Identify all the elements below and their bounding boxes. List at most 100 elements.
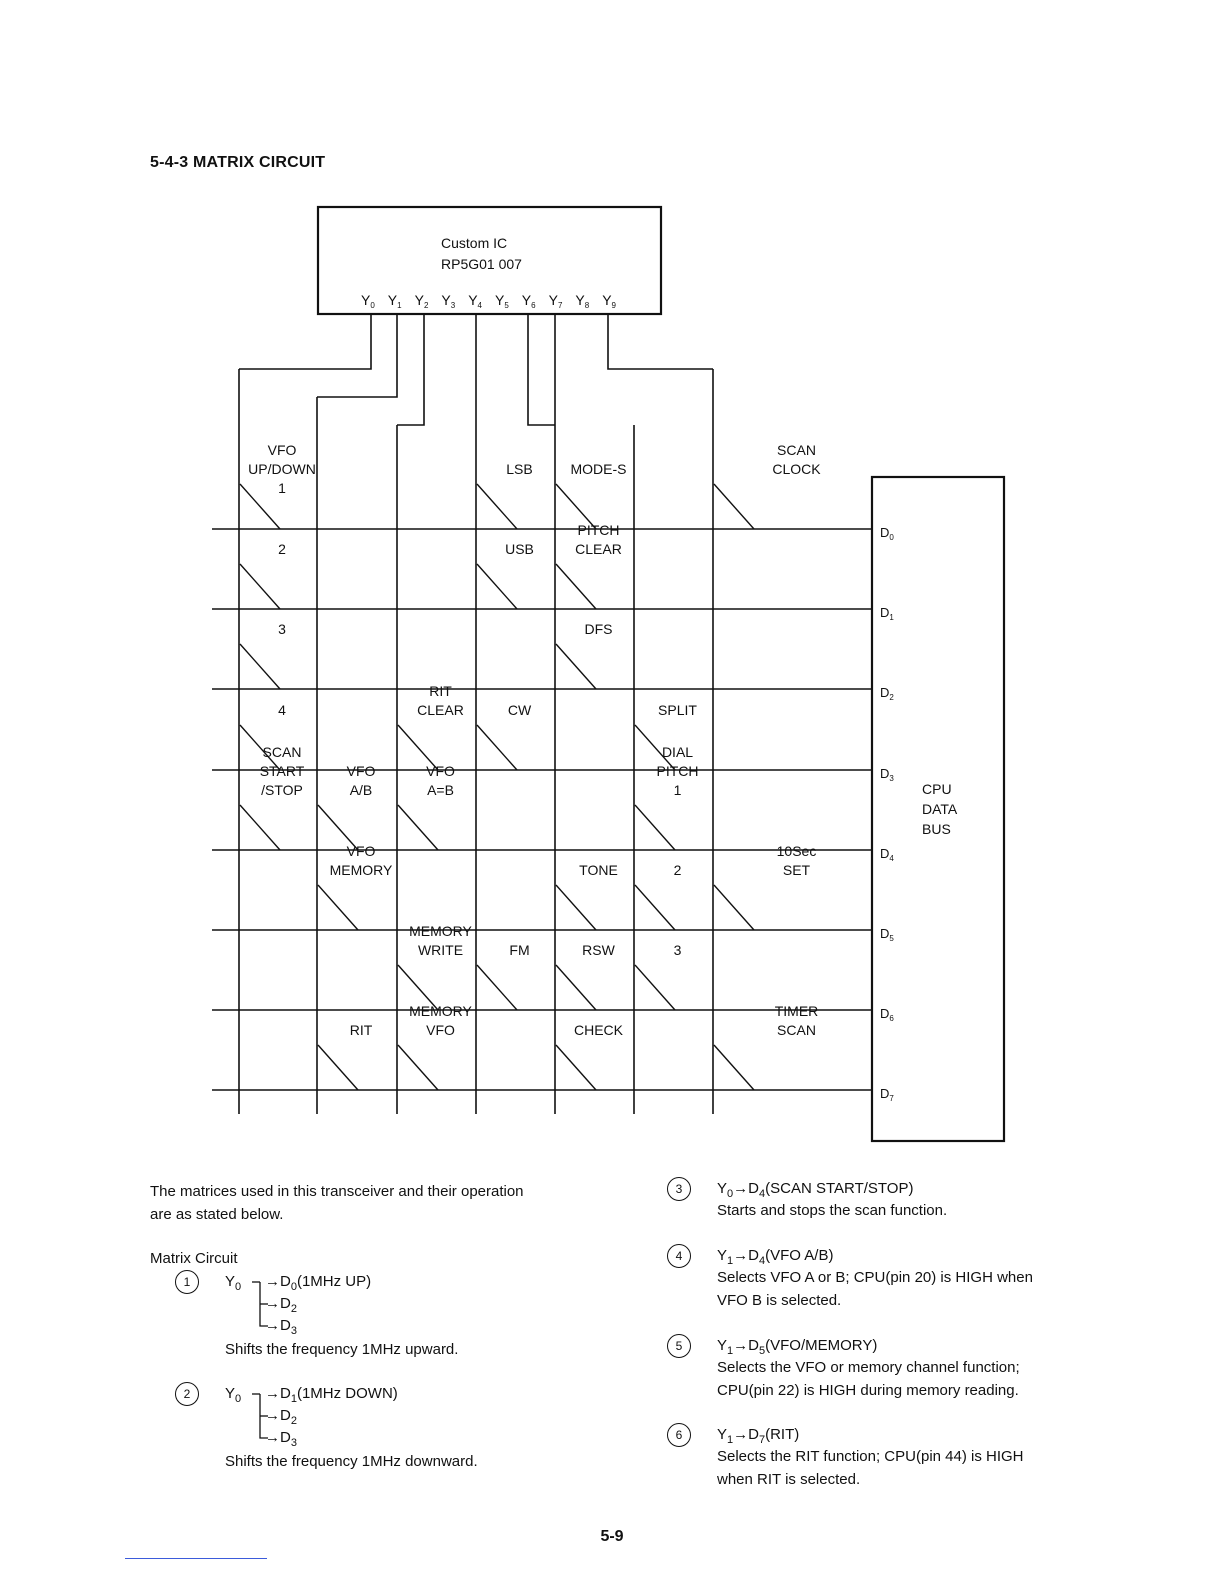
item-heading: Y1→D7(RIT) — [717, 1426, 800, 1446]
diode-switch-mark — [634, 884, 676, 931]
item-heading: Y1→D4(VFO A/B) — [717, 1247, 834, 1267]
pin-connection — [527, 314, 555, 426]
diode-switch-mark — [634, 804, 676, 851]
matrix-key-label: RIT — [429, 683, 452, 699]
item-description: CPU(pin 22) is HIGH during memory readin… — [717, 1382, 1019, 1399]
diode-switch-mark — [239, 804, 281, 851]
matrix-key-label: VFO — [268, 442, 297, 458]
diode-switch-mark — [397, 964, 439, 1011]
diode-switch-mark — [713, 1044, 755, 1091]
ic-part: RP5G01 007 — [441, 256, 522, 272]
diode-switch-mark — [555, 964, 597, 1011]
matrix-key-label: SCAN — [263, 744, 302, 760]
item-description: Selects the VFO or memory channel functi… — [717, 1359, 1020, 1376]
item-description: Shifts the frequency 1MHz upward. — [225, 1341, 459, 1358]
ic-name: Custom IC — [441, 235, 507, 251]
matrix-key-label: PITCH — [657, 763, 699, 779]
route-target: →D2 — [265, 1295, 297, 1315]
intro-text: The matrices used in this transceiver an… — [150, 1180, 524, 1226]
item-number: 4 — [667, 1244, 691, 1268]
matrix-key-label: WRITE — [418, 942, 463, 958]
diode-switch-mark — [239, 724, 281, 771]
matrix-key-label: PITCH — [578, 522, 620, 538]
matrix-key-label: 3 — [674, 942, 682, 958]
item-description: VFO B is selected. — [717, 1292, 842, 1309]
diode-switch-mark — [317, 1044, 359, 1091]
diode-switch-mark — [397, 1044, 439, 1091]
matrix-key-label: DFS — [585, 621, 613, 637]
diode-switch-mark — [634, 964, 676, 1011]
matrix-key-label: TIMER — [775, 1003, 819, 1019]
diode-switch-mark — [476, 563, 518, 610]
row-label: D4 — [880, 846, 894, 863]
diode-switch-mark — [397, 724, 439, 771]
diode-switch-mark — [555, 884, 597, 931]
matrix-key-label: 4 — [278, 702, 286, 718]
diode-switch-mark — [317, 804, 359, 851]
item-number: 1 — [175, 1270, 199, 1294]
matrix-key-label: MEMORY — [409, 923, 472, 939]
diode-switch-mark — [239, 483, 281, 530]
route-target: →D2 — [265, 1407, 297, 1427]
matrix-key-label: SCAN — [777, 442, 816, 458]
diode-switch-mark — [634, 724, 676, 771]
route-source: Y0 — [225, 1385, 242, 1405]
matrix-key-label: CLEAR — [575, 541, 622, 557]
matrix-key-label: 2 — [278, 541, 286, 557]
matrix-key-label: VFO — [347, 763, 376, 779]
pin-connection — [317, 314, 398, 398]
item-description: when RIT is selected. — [717, 1471, 861, 1488]
route-target: →D3 — [265, 1429, 297, 1449]
footer-rule — [125, 1558, 267, 1559]
row-label: D3 — [880, 766, 894, 783]
matrix-key-label: CW — [508, 702, 532, 718]
matrix-key-label: VFO — [426, 763, 455, 779]
matrix-circuit-label: Matrix Circuit — [150, 1250, 238, 1267]
cpu-bus-label: DATA — [922, 801, 958, 817]
intro-line: are as stated below. — [150, 1206, 284, 1223]
item-number: 3 — [667, 1177, 691, 1201]
matrix-key-label: CHECK — [574, 1022, 624, 1038]
item-number: 2 — [175, 1382, 199, 1406]
diode-switch-mark — [555, 643, 597, 690]
diode-switch-mark — [239, 563, 281, 610]
matrix-key-label: MEMORY — [409, 1003, 472, 1019]
diode-switch-mark — [713, 483, 755, 530]
ic-pin-label: Y9 — [602, 292, 616, 310]
diode-switch-mark — [476, 724, 518, 771]
matrix-key-label: 10Sec — [777, 843, 817, 859]
page-number: 5-9 — [600, 1528, 624, 1545]
diode-switch-mark — [555, 1044, 597, 1091]
item-description: Selects VFO A or B; CPU(pin 20) is HIGH … — [717, 1269, 1033, 1286]
ic-pin-label: Y3 — [441, 292, 455, 310]
matrix-key-label: SPLIT — [658, 702, 697, 718]
matrix-key-label: 1 — [674, 782, 682, 798]
item-heading: Y1→D5(VFO/MEMORY) — [717, 1337, 878, 1357]
matrix-key-label: VFO — [426, 1022, 455, 1038]
matrix-key-label: SET — [783, 862, 811, 878]
cpu-bus-label: BUS — [922, 821, 951, 837]
diode-switch-mark — [713, 884, 755, 931]
diode-switch-mark — [555, 483, 597, 530]
route-target: →D0(1MHz UP) — [265, 1273, 372, 1293]
item-number: 5 — [667, 1334, 691, 1358]
ic-pin-label: Y6 — [522, 292, 536, 310]
matrix-key-label: LSB — [506, 461, 532, 477]
matrix-key-label: /STOP — [261, 782, 303, 798]
diode-switch-mark — [239, 643, 281, 690]
matrix-key-label: VFO — [347, 843, 376, 859]
diode-switch-mark — [476, 483, 518, 530]
matrix-key-label: START — [260, 763, 305, 779]
item-description: Selects the RIT function; CPU(pin 44) is… — [717, 1448, 1024, 1465]
diode-switch-mark — [397, 804, 439, 851]
row-label: D7 — [880, 1086, 894, 1103]
matrix-key-label: 2 — [674, 862, 682, 878]
matrix-key-label: CLEAR — [417, 702, 464, 718]
matrix-key-label: 3 — [278, 621, 286, 637]
pin-connection — [607, 314, 713, 370]
pin-connection — [397, 314, 425, 426]
row-label: D2 — [880, 685, 894, 702]
cpu-bus-box — [870, 475, 1006, 1143]
ic-box — [316, 205, 663, 316]
